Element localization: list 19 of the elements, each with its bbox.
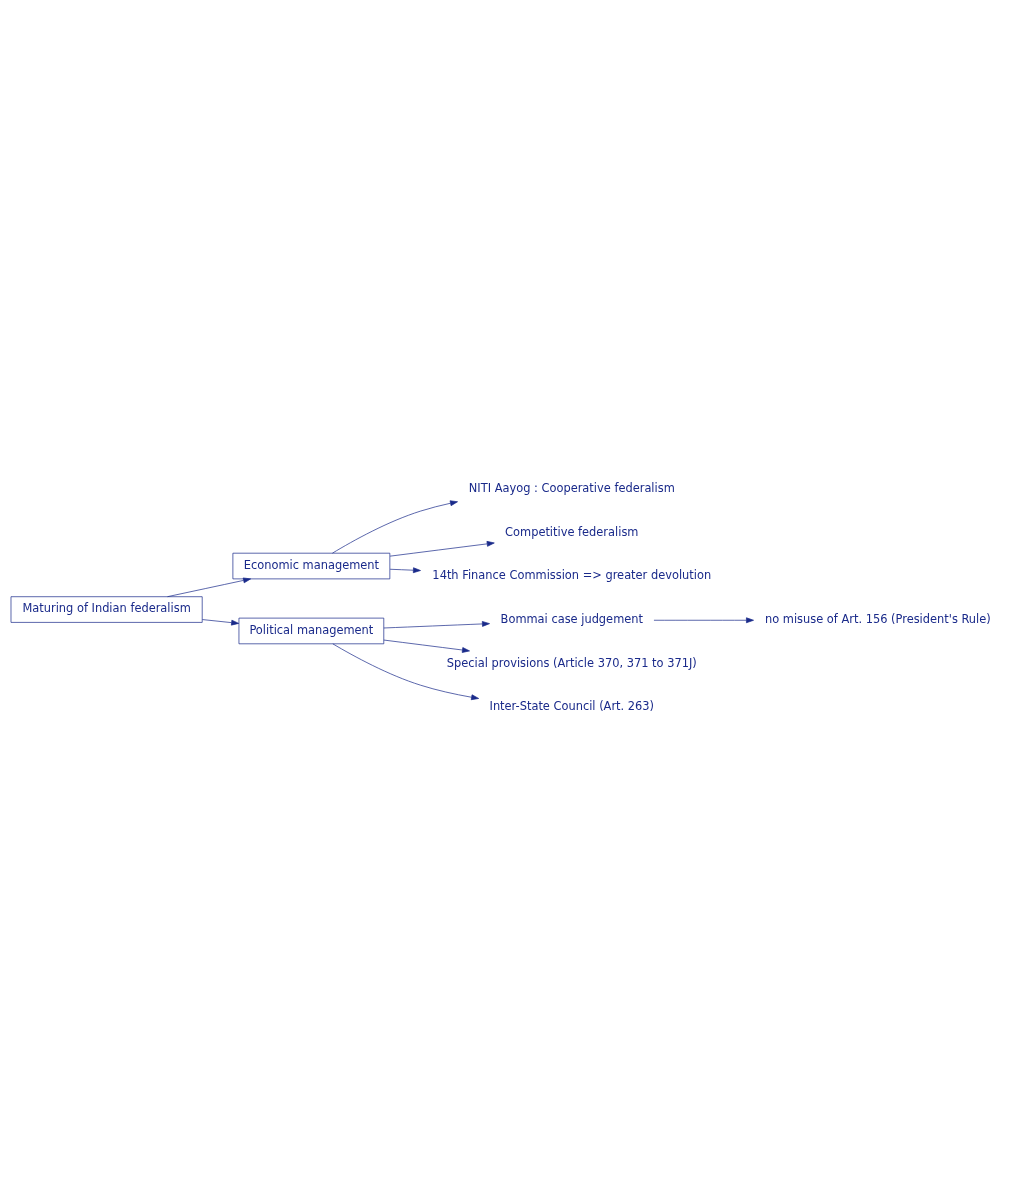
node-box: Maturing of Indian federalism xyxy=(10,596,203,623)
arrow xyxy=(383,639,470,653)
node-text: no misuse of Art. 156 (President's Rule) xyxy=(764,611,991,626)
arrow xyxy=(167,577,251,598)
arrow xyxy=(332,500,458,554)
arrow xyxy=(332,643,480,701)
node-text: Bommai case judgement xyxy=(500,611,643,626)
node-text: Competitive federalism xyxy=(505,524,639,539)
arrow xyxy=(202,619,240,626)
arrow xyxy=(389,541,495,557)
node-box: Economic management xyxy=(232,552,391,580)
node-text: Inter-State Council (Art. 263) xyxy=(489,699,655,714)
arrow xyxy=(383,621,490,629)
node-text: NITI Aayog : Cooperative federalism xyxy=(468,481,675,496)
node-text: 14th Finance Commission => greater devolution xyxy=(432,568,712,583)
arrow xyxy=(389,567,421,574)
arrow xyxy=(653,617,754,624)
node-box: Political management xyxy=(238,617,385,645)
node-text: Special provisions (Article 370, 371 to 371J) xyxy=(446,655,697,670)
